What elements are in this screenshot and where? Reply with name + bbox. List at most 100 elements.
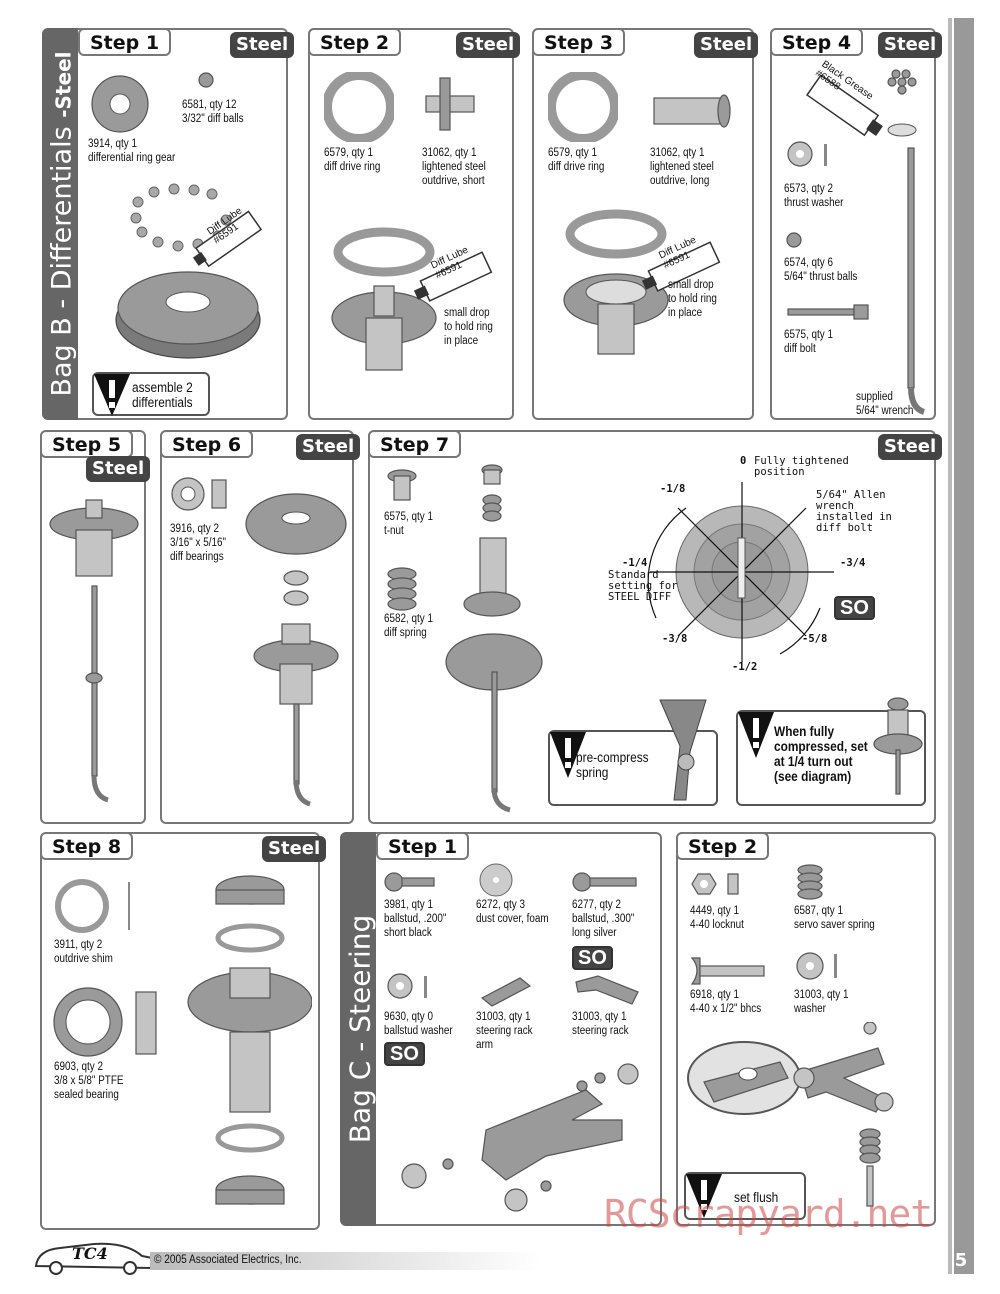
thrust-balls-illustration [887,69,917,95]
servo-saver-spring-illustration [797,864,823,900]
warning-box: set flush [684,1172,806,1220]
gear-and-bearings-illustration [245,493,347,807]
part-label: 6272, qty 3 dust cover, foam [476,899,549,925]
step6-panel: Step 6 Steel 3916, qty 2 3/16" x 5/16" d… [160,430,361,824]
turn-adjustment-diagram [647,482,834,662]
copyright-text: © 2005 Associated Electrics, Inc. [154,1254,302,1266]
diagram-zero: 0 [740,455,747,467]
part-label: 6582, qty 1 diff spring [384,613,433,639]
so-badge: SO [384,1042,425,1066]
diagram-tick: -1/4 [622,557,648,569]
outdrive-assembly-illustration [563,209,669,355]
part-label: 6903, qty 2 3/8 x 5/8" PTFE sealed beari… [54,1061,124,1101]
diagram-zero-label: Fully tightened position [754,455,849,478]
diff-ball-illustration [198,72,214,88]
rack-arm-illustration [480,977,532,1007]
footer-logo-text: TC4 [72,1244,108,1263]
steel-badge: Steel [230,32,295,58]
steering-rack-assembly-illustration [401,1063,639,1212]
part-label: 31003, qty 1 steering rack arm [476,1011,533,1051]
bag-b-step2-panel: Step 2 Steel 6579, qty 1 diff drive ring… [308,28,521,420]
part-label: 31003, qty 1 steering rack [572,1011,629,1037]
ballstud-short-illustration [384,872,435,892]
ballstud-long-illustration [572,872,637,892]
part-label: 6579, qty 1 diff drive ring [548,147,605,173]
warning-text: pre-compress spring [576,750,649,780]
step-tab: Step 4 [770,28,864,56]
steel-badge: Steel [878,434,943,460]
ballstud-washer-illustration [387,973,427,999]
step-tab: Step 1 [78,28,172,56]
step-tab: Step 1 [376,832,470,860]
warning-icon [686,1174,722,1218]
step-tab: Step 8 [40,832,134,860]
part-label: supplied 5/64" wrench [856,391,914,417]
part-label: 6579, qty 1 diff drive ring [324,147,381,173]
bag-b-section-bar: Bag B - Differentials -Steel [42,28,82,420]
footer-bar [150,1252,540,1270]
step-tab: Step 2 [308,28,402,56]
steel-badge: Steel [86,456,151,482]
part-label: 6581, qty 12 3/32" diff balls [182,99,244,125]
bag-c-step1-panel: Step 1 3981, qty 1 ballstud, .200" short… [376,832,662,1226]
drive-ring-illustration [548,72,618,142]
warning-box: When fully compressed, set at 1/4 turn o… [736,697,926,806]
diff-lube-tube-icon [192,210,263,268]
thrust-washer-illustration [787,141,827,167]
tc4-car-logo [34,1242,153,1275]
dust-cover-illustration [479,863,513,897]
outdrive-bolt-assembly-illustration [49,499,139,803]
outdrive-illustration [425,77,475,131]
bhcs-screw-illustration [690,957,765,985]
bag-c-title: Bag C - Steering [343,914,377,1144]
bag-b-subtitle: -Steel [51,51,76,118]
part-label: 31062, qty 1 lightened steel outdrive, s… [422,147,486,187]
bag-b-step1-panel: Step 1 Steel 3914, qty 1 differential ri… [78,28,295,420]
part-label: 31062, qty 1 lightened steel outdrive, l… [650,147,714,187]
warning-text: set flush [734,1190,779,1205]
right-edge-bar [948,18,974,1274]
step5-panel: Step 5 Steel [40,430,151,824]
diff-spring-illustration [387,567,417,611]
step-tab: Step 6 [160,430,254,458]
outdrive-shim-illustration [55,879,130,933]
diagram-standard-label: Standard setting for STEEL DIFF [608,569,678,603]
warning-text: When fully compressed, set at 1/4 turn o… [774,724,868,784]
warning-icon [738,712,774,758]
part-label: 6575, qty 1 t-nut [384,511,433,537]
part-label: 3914, qty 1 differential ring gear [88,138,176,164]
diagram-tick: -1/8 [660,483,686,495]
steel-badge: Steel [694,32,759,58]
assembled-diff-illustration [873,697,923,795]
part-label: 6573, qty 2 thrust washer [784,183,844,209]
ring-gear-assembly-illustration [115,183,261,359]
t-nut-illustration [387,469,417,501]
bag-b-step3-panel: Step 3 Steel 6579, qty 1 diff drive ring… [532,28,759,420]
part-label: 4449, qty 1 4-40 locknut [690,905,744,931]
diff-lube-tube-icon [413,251,493,302]
bag-b-title: Bag B - Differentials [46,126,78,397]
steel-badge: Steel [296,434,361,460]
warning-icon [550,732,586,778]
step7-panel: Step 7 Steel 6575, qty 1 t-nut 6582, qty… [368,430,943,824]
part-label: 6575, qty 1 diff bolt [784,329,833,355]
step8-panel: Step 8 Steel 3911, qty 2 outdrive shim 6… [40,832,327,1230]
diagram-tick: -1/2 [732,661,758,673]
so-badge: SO [572,946,613,970]
part-label: 6587, qty 1 servo saver spring [794,905,875,931]
steering-rack-illustration [575,975,639,1005]
locknut-illustration [691,873,739,895]
pliers-illustration [659,699,707,801]
diff-exploded-illustration [187,875,312,1205]
bag-c-section-bar: Bag C - Steering [340,832,380,1226]
so-badge: SO [834,596,875,620]
wrench-illustration [887,123,926,415]
outdrive-long-illustration [653,94,731,128]
steel-badge: Steel [456,32,521,58]
bag-b-step4-panel: Step 4 Steel Black Grease #6588 6573, qt… [770,28,943,420]
watermark: RCScrapyard.net [604,1192,933,1236]
step-tab: Step 3 [532,28,626,56]
diff-bolt-illustration [787,304,869,320]
part-label: 6574, qty 6 5/64" thrust balls [784,257,858,283]
step-tab: Step 7 [368,430,462,458]
